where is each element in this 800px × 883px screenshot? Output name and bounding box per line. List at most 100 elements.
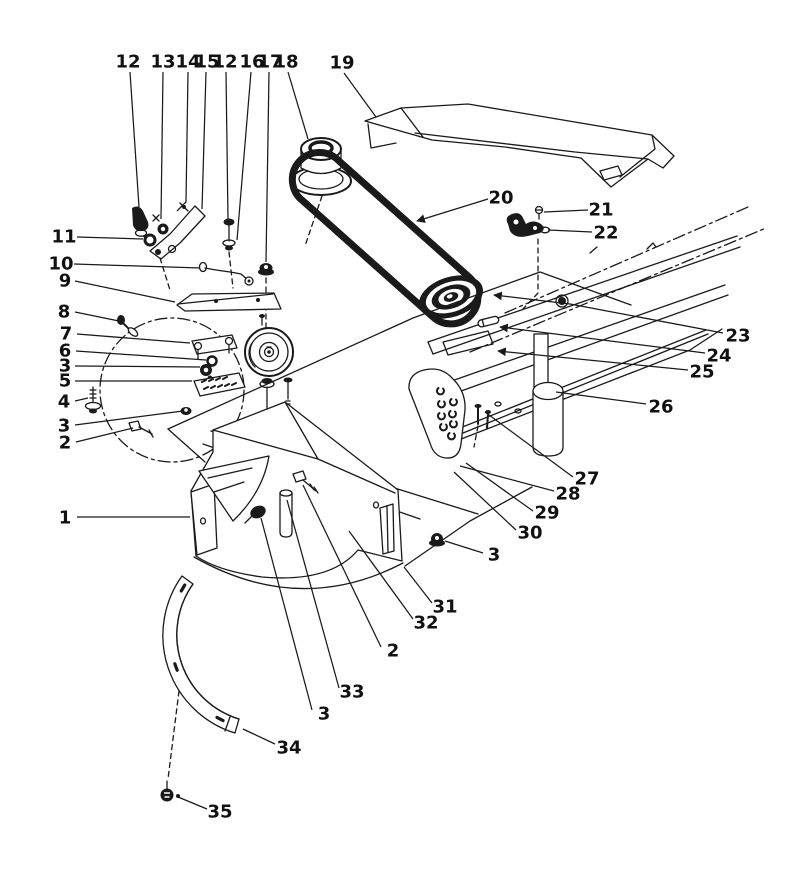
callout-23-24: 23 xyxy=(493,291,751,347)
leader-line xyxy=(75,427,134,443)
leader-line xyxy=(75,350,207,361)
deck-pulley xyxy=(419,275,483,319)
part-number-label: 19 xyxy=(329,53,354,74)
leader-line xyxy=(547,229,593,233)
callout-13-1: 13 xyxy=(150,52,176,220)
belt-guide-clip xyxy=(506,205,551,237)
part-number-label: 12 xyxy=(115,52,140,73)
part-number-label: 24 xyxy=(706,346,731,367)
spindle-pocket xyxy=(408,368,491,459)
part-number-label: 34 xyxy=(276,738,301,759)
leader-line xyxy=(555,391,647,405)
deflector-band xyxy=(160,575,240,802)
callout-8-12: 8 xyxy=(58,302,120,323)
callout-17-6: 17 xyxy=(257,52,283,263)
callout-4-17: 4 xyxy=(58,392,89,413)
part-number-label: 35 xyxy=(207,802,232,823)
part-number-label: 1 xyxy=(59,508,72,529)
part-number-label: 18 xyxy=(273,52,298,73)
callout-24-25: 24 xyxy=(499,323,732,367)
callout-5-16: 5 xyxy=(59,371,192,392)
leader-line xyxy=(176,71,189,212)
callout-2-35: 2 xyxy=(302,484,400,662)
callout-34-38: 34 xyxy=(242,728,302,759)
callout-9-11: 9 xyxy=(59,271,176,303)
leader-line xyxy=(160,71,164,220)
callout-30-31: 30 xyxy=(453,471,543,544)
part-number-label: 4 xyxy=(58,392,71,413)
leader-line xyxy=(201,71,207,210)
leader-line xyxy=(242,728,276,745)
callout-31-33: 31 xyxy=(403,566,458,618)
part-number-label: 12 xyxy=(212,52,237,73)
part-number-label: 29 xyxy=(534,503,559,524)
support-pipe xyxy=(532,333,564,457)
callout-26-27: 26 xyxy=(555,391,674,418)
leader-line xyxy=(348,530,414,620)
leader-line xyxy=(465,462,534,512)
drive-belt xyxy=(288,149,482,328)
leader-line xyxy=(265,71,270,263)
leader-line xyxy=(403,566,433,604)
leader-line xyxy=(74,311,120,322)
callout-29-30: 29 xyxy=(465,462,560,524)
callout-6-14: 6 xyxy=(59,341,207,362)
leader-line xyxy=(76,236,144,240)
part-number-label: 13 xyxy=(150,52,175,73)
leader-line xyxy=(287,71,309,140)
leader-line xyxy=(444,540,484,554)
callout-12-0: 12 xyxy=(115,52,141,208)
callout-32-34: 32 xyxy=(348,530,439,634)
leader-line xyxy=(459,465,555,492)
leader-line xyxy=(74,365,201,368)
leader-line xyxy=(416,198,489,223)
part-number-label: 9 xyxy=(59,271,72,292)
part-number-label: 11 xyxy=(51,227,76,248)
part-number-label: 28 xyxy=(555,484,580,505)
part-number-label: 22 xyxy=(593,223,618,244)
leader-line xyxy=(484,411,574,478)
part-number-label: 7 xyxy=(60,324,73,345)
idler-bracket-hardware xyxy=(117,315,246,397)
callout-7-13: 7 xyxy=(60,324,191,345)
frame-rails xyxy=(427,206,767,442)
part-number-label: 26 xyxy=(648,397,673,418)
part-number-label: 2 xyxy=(59,433,72,454)
part-number-label: 32 xyxy=(413,613,438,634)
part-number-label: 3 xyxy=(488,545,501,566)
leader-line xyxy=(74,397,89,402)
callout-1-20: 1 xyxy=(59,508,190,529)
part-number-label: 3 xyxy=(59,356,72,377)
part-number-label: 3 xyxy=(318,704,331,725)
leader-line xyxy=(177,796,208,810)
leader-line xyxy=(129,71,140,208)
callout-3-18: 3 xyxy=(58,410,184,437)
bracket-housing xyxy=(84,386,445,590)
part-number-label: 3 xyxy=(58,416,71,437)
part-number-label: 31 xyxy=(432,597,457,618)
callout-15-3: 15 xyxy=(194,52,220,210)
leader-line xyxy=(236,71,252,241)
callout-35-39: 35 xyxy=(177,796,233,823)
leader-line xyxy=(302,484,382,648)
leader-line xyxy=(493,291,724,334)
part-number-label: 21 xyxy=(588,200,613,221)
part-number-label: 6 xyxy=(59,341,72,362)
leader-line xyxy=(497,347,689,371)
callout-3-32: 3 xyxy=(444,540,501,566)
leader-line xyxy=(499,323,706,354)
belt-cover xyxy=(364,103,675,188)
part-number-label: 25 xyxy=(689,362,714,383)
callout-33-36: 33 xyxy=(286,499,365,703)
leader-line xyxy=(453,471,517,531)
part-number-label: 2 xyxy=(387,641,400,662)
callout-16-5: 16 xyxy=(236,52,265,241)
leader-line xyxy=(74,280,176,303)
callout-25-26: 25 xyxy=(497,347,715,383)
part-number-label: 5 xyxy=(59,371,72,392)
leader-line xyxy=(260,517,313,711)
leader-line xyxy=(74,410,184,426)
